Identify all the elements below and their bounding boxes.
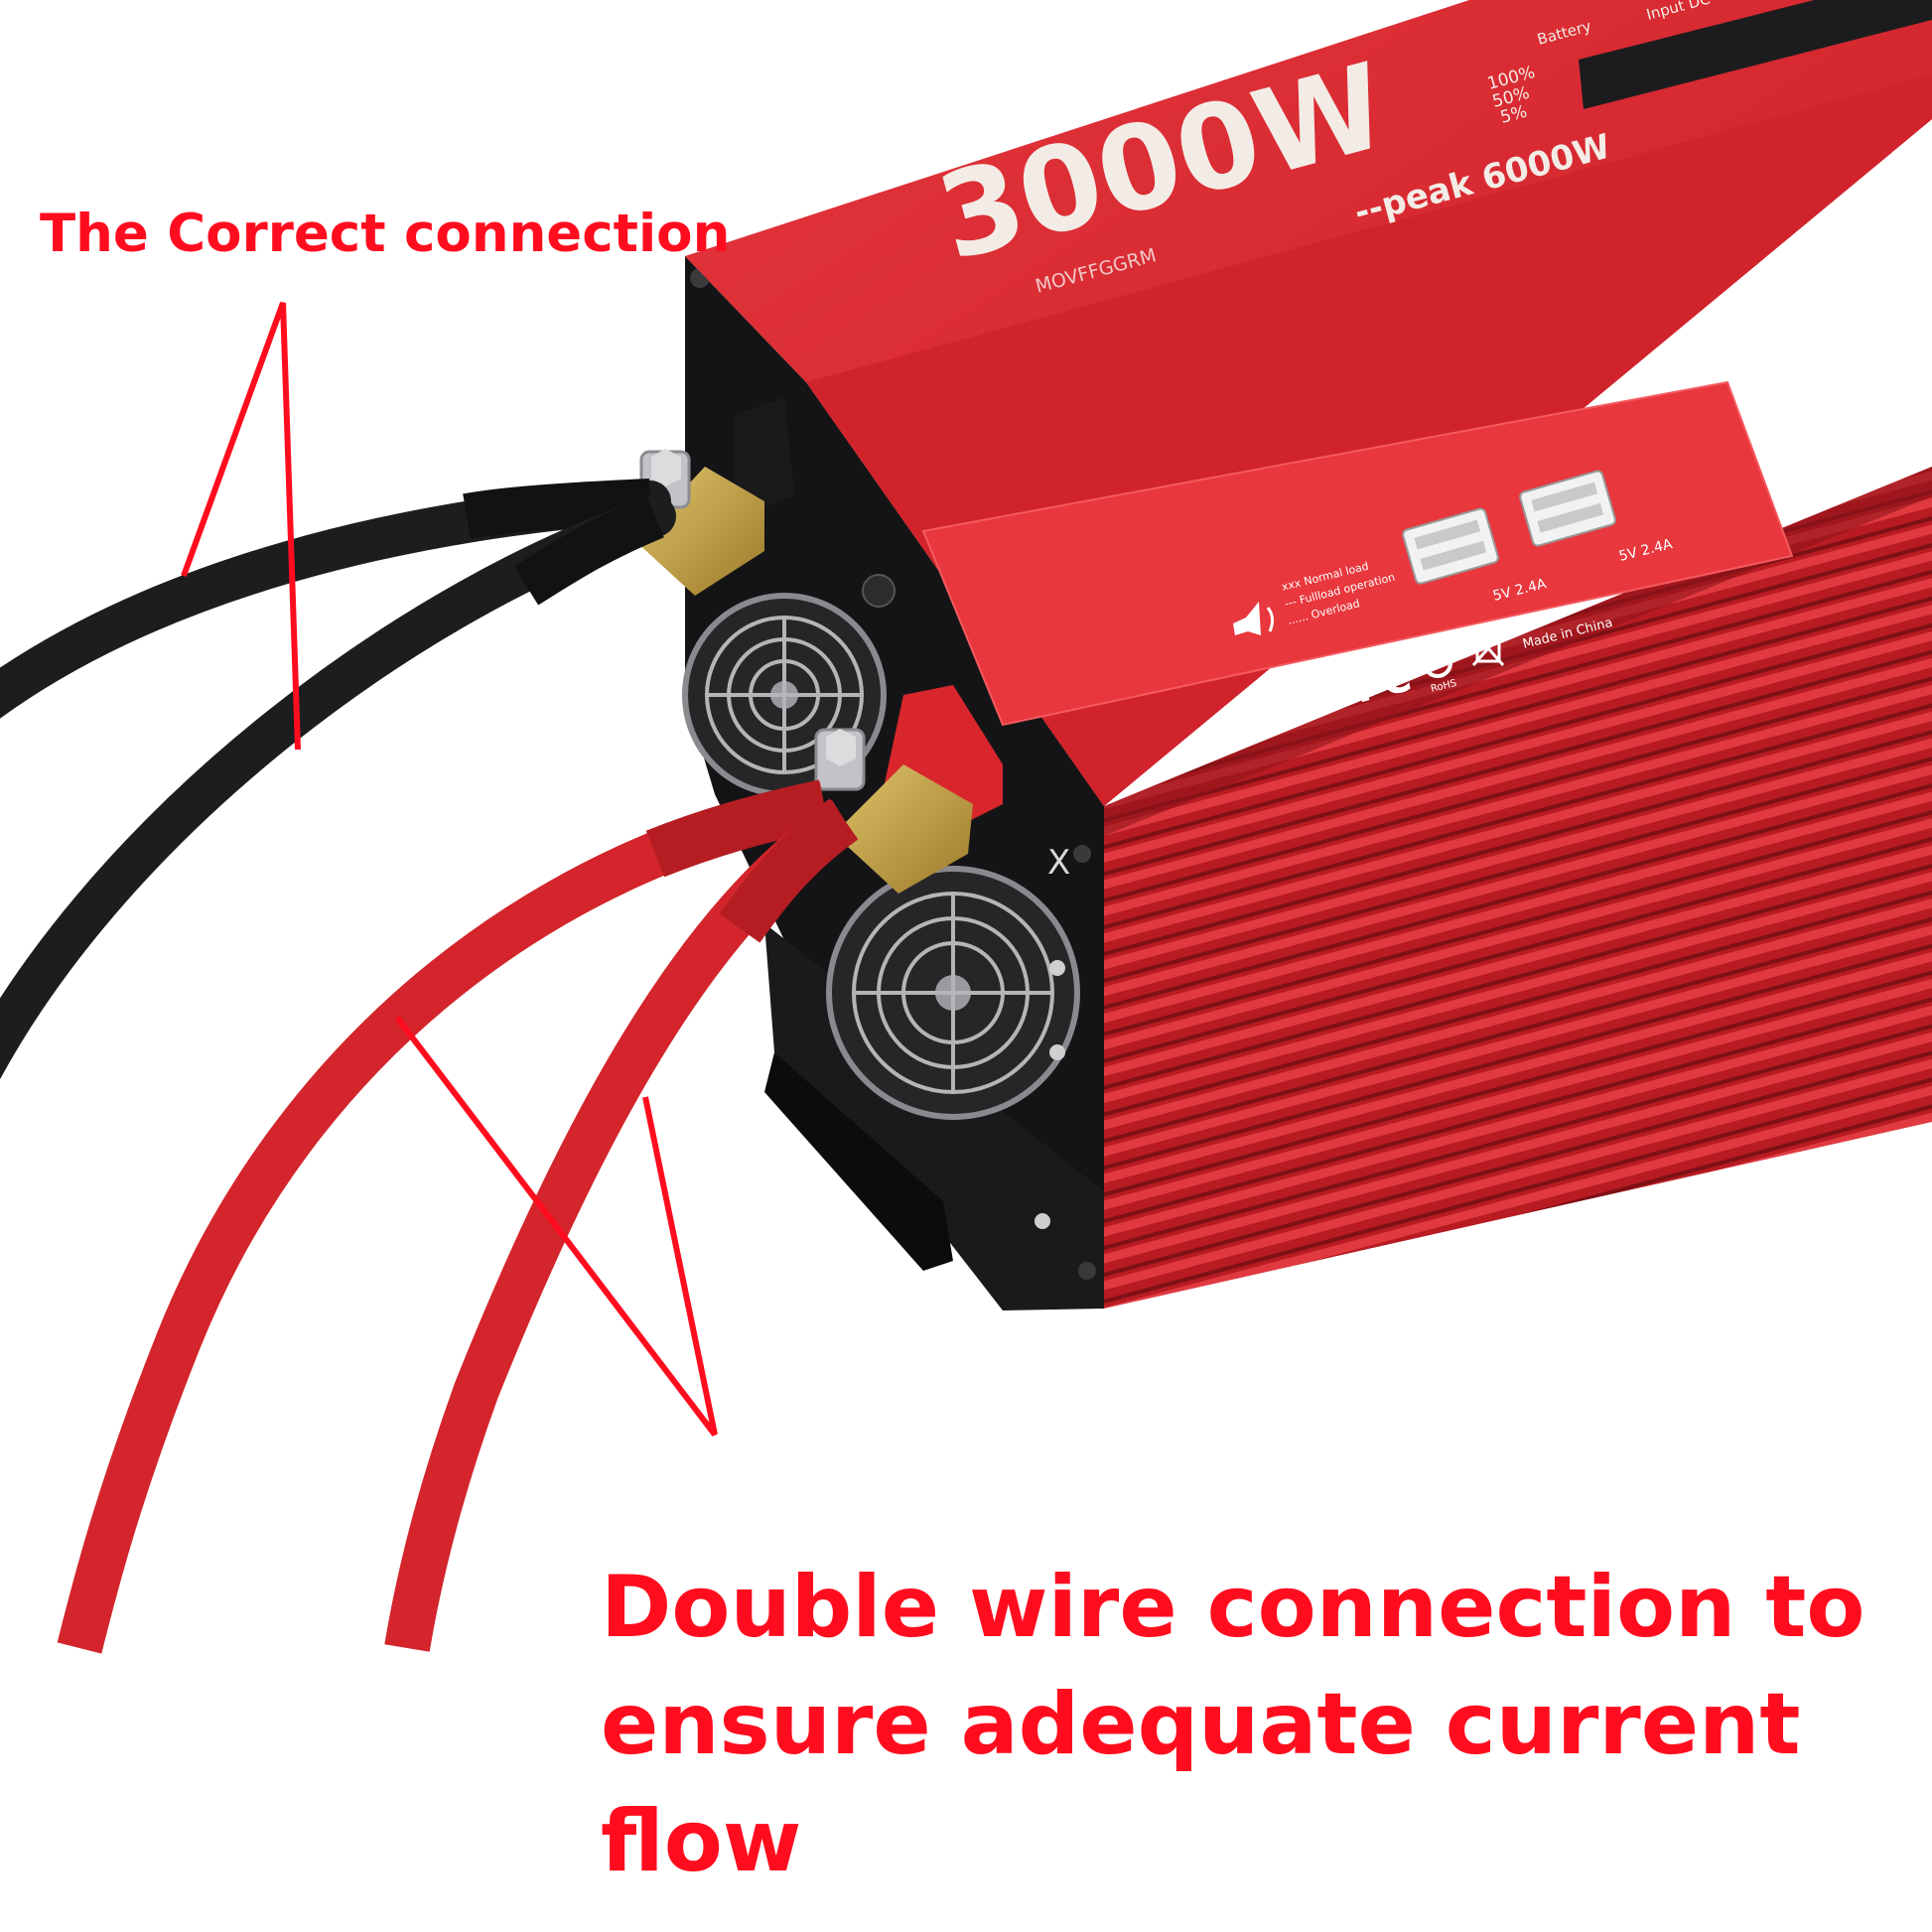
bottom-caption-line-2: ensure adequate current flow	[601, 1675, 1801, 1891]
annotation-lines-top	[181, 301, 301, 751]
lcd-display	[1579, 0, 1932, 109]
usb-port-2	[1519, 470, 1616, 547]
speaker-icon	[1233, 602, 1275, 635]
negative-terminal	[635, 397, 794, 596]
bottom-caption: Double wire connection to ensure adequat…	[601, 1549, 1911, 1900]
usb-port-1	[1402, 507, 1499, 585]
switch-knob	[862, 574, 896, 608]
red-cable-2	[384, 798, 859, 1652]
bottom-caption-line-1: Double wire connection to	[601, 1558, 1865, 1657]
red-cable-1	[57, 779, 830, 1654]
weee-bin-icon	[1471, 630, 1505, 666]
recycle-icon	[1423, 648, 1452, 678]
annotation-lines-bottom	[394, 1016, 718, 1437]
positive-terminal	[814, 685, 1003, 894]
heatsink-fins	[1104, 467, 1932, 1309]
top-caption: The Correct connection	[40, 204, 731, 264]
terminal-mark: X	[1047, 843, 1070, 883]
black-cable-2	[0, 494, 676, 1080]
corner-screw	[1073, 845, 1091, 863]
fan-bottom	[826, 866, 1080, 1229]
corner-screw	[1078, 1262, 1096, 1280]
